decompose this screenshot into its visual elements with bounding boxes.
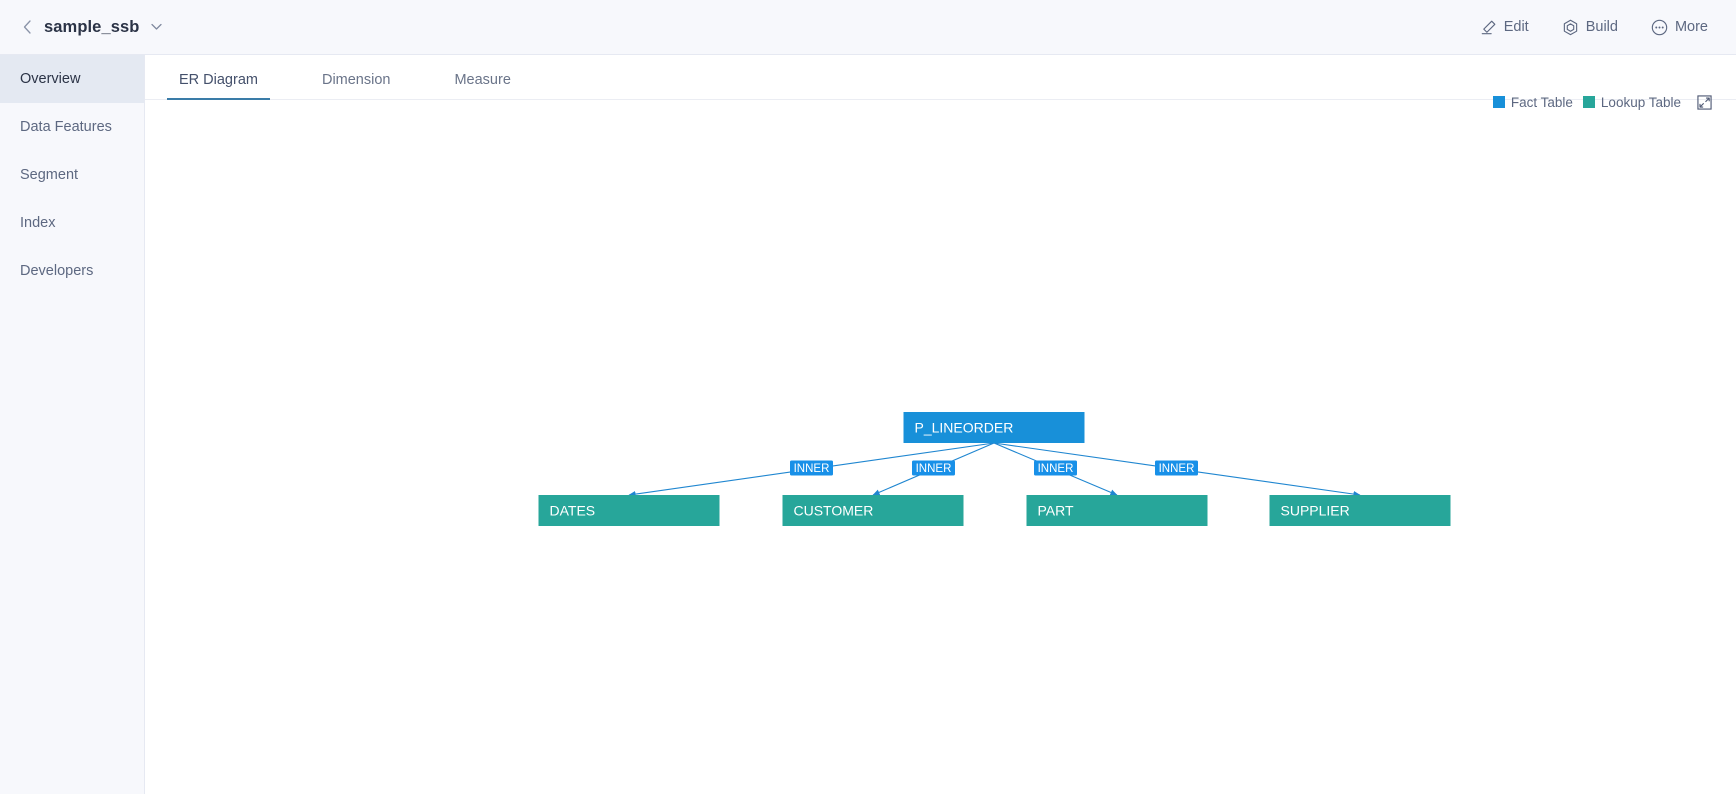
build-button[interactable]: Build <box>1562 19 1618 36</box>
node-layer: P_LINEORDER DATES CUSTOMER PART SUPPLIER <box>538 412 1451 526</box>
header-actions: Edit Build More <box>1480 19 1708 36</box>
tab-dimension[interactable]: Dimension <box>310 72 403 99</box>
tab-er-diagram[interactable]: ER Diagram <box>167 72 270 100</box>
legend-label: Lookup Table <box>1600 94 1681 110</box>
sidebar-item-developers[interactable]: Developers <box>0 247 144 295</box>
er-node-part[interactable]: PART <box>1026 495 1208 526</box>
sidebar-item-overview[interactable]: Overview <box>0 55 144 103</box>
sidebar-item-label: Segment <box>20 167 79 183</box>
tab-bar: ER Diagram Dimension Measure <box>145 55 1736 100</box>
sidebar-item-segment[interactable]: Segment <box>0 151 144 199</box>
pencil-icon <box>1480 19 1497 36</box>
main-panel: ER Diagram Dimension Measure Fact Table … <box>145 55 1736 794</box>
tab-measure[interactable]: Measure <box>442 72 522 99</box>
diagram-legend: Fact Table Lookup Table <box>1492 92 1712 112</box>
join-label-text: INNER <box>794 463 830 475</box>
sidebar: Overview Data Features Segment Index Dev… <box>0 55 145 794</box>
join-label-layer: INNER INNER INNER INNER <box>790 460 1198 476</box>
sidebar-item-label: Overview <box>20 71 81 87</box>
join-label-part[interactable]: INNER <box>1034 460 1077 476</box>
er-node-p_lineorder[interactable]: P_LINEORDER <box>903 412 1085 443</box>
er-diagram-svg: P_LINEORDER DATES CUSTOMER PART SUPPLIER INN… <box>538 412 1451 526</box>
header-left-group: sample_ssb <box>20 18 163 37</box>
cube-icon <box>1562 19 1579 36</box>
more-button[interactable]: More <box>1651 19 1708 36</box>
edit-button[interactable]: Edit <box>1480 19 1529 36</box>
join-label-customer[interactable]: INNER <box>912 460 955 476</box>
er-node-label: PART <box>1038 503 1074 519</box>
app-header: sample_ssb Edit Build <box>0 0 1736 55</box>
legend-entry-lookup-table: Lookup Table <box>1582 94 1681 110</box>
build-button-label: Build <box>1585 19 1618 35</box>
sidebar-item-index[interactable]: Index <box>0 199 144 247</box>
chevron-left-icon[interactable] <box>20 20 34 34</box>
more-button-label: More <box>1674 19 1708 35</box>
sidebar-item-label: Developers <box>20 263 94 279</box>
app-body: Overview Data Features Segment Index Dev… <box>0 55 1736 794</box>
join-label-supplier[interactable]: INNER <box>1155 460 1198 476</box>
page-title: sample_ssb <box>44 17 140 36</box>
join-label-text: INNER <box>916 463 952 475</box>
er-node-dates[interactable]: DATES <box>538 495 720 526</box>
er-node-supplier[interactable]: SUPPLIER <box>1269 495 1451 526</box>
er-diagram-canvas[interactable]: P_LINEORDER DATES CUSTOMER PART SUPPLIER INN… <box>145 100 1736 794</box>
join-label-dates[interactable]: INNER <box>790 460 833 476</box>
legend-label: Fact Table <box>1510 94 1573 110</box>
sidebar-item-label: Index <box>20 215 56 231</box>
fact-table-swatch <box>1492 96 1505 108</box>
tab-label: Dimension <box>321 72 391 88</box>
join-label-text: INNER <box>1159 463 1195 475</box>
edit-button-label: Edit <box>1503 19 1529 35</box>
tab-label: Measure <box>454 72 511 88</box>
join-label-text: INNER <box>1038 463 1074 475</box>
chevron-down-icon[interactable] <box>149 20 163 34</box>
sidebar-item-label: Data Features <box>20 119 112 135</box>
edge-layer <box>628 442 1361 498</box>
er-node-customer[interactable]: CUSTOMER <box>782 495 964 526</box>
legend-entry-fact-table: Fact Table <box>1492 94 1573 110</box>
er-node-label: CUSTOMER <box>794 503 874 519</box>
er-node-label: DATES <box>550 503 596 519</box>
sidebar-item-data-features[interactable]: Data Features <box>0 103 144 151</box>
ellipsis-circle-icon <box>1651 19 1668 36</box>
lookup-table-swatch <box>1582 96 1595 108</box>
er-node-label: SUPPLIER <box>1281 503 1350 519</box>
tab-label: ER Diagram <box>179 72 258 88</box>
er-node-label: P_LINEORDER <box>915 420 1014 436</box>
fullscreen-expand-icon[interactable] <box>1697 94 1712 110</box>
